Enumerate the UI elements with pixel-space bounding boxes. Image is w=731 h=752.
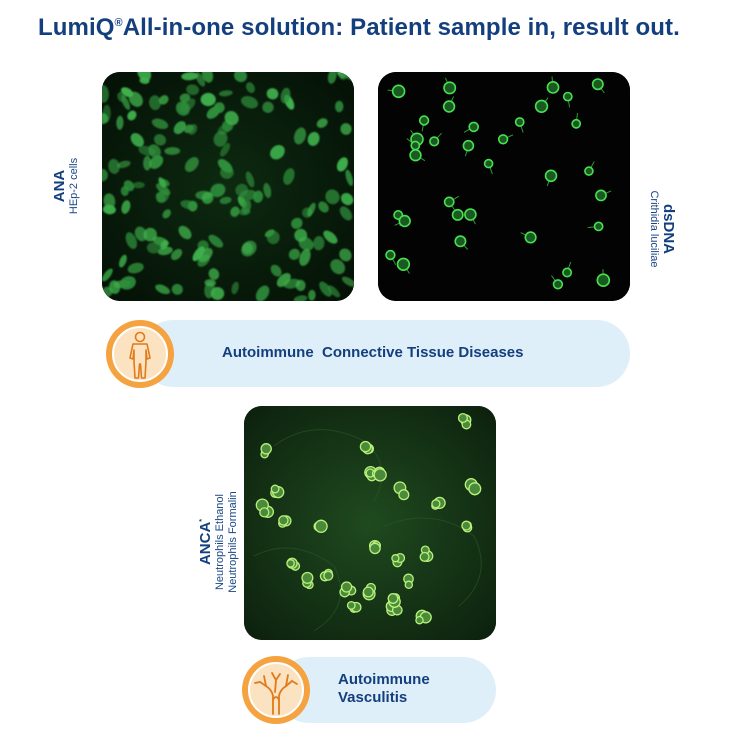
anca-name-text: ANCA — [197, 521, 214, 566]
anca-line2: Neutrophils Formalin — [227, 491, 239, 593]
brand-name: LumiQ — [38, 14, 115, 41]
blood-vessel-icon — [242, 656, 310, 724]
human-body-icon — [106, 320, 174, 388]
connective-tissue-label: Autoimmune Connective Tissue Diseases — [222, 344, 524, 361]
anca-label: ANCA* Neutrophils Ethanol Neutrophils Fo… — [195, 467, 251, 617]
ana-name: ANA — [51, 169, 68, 203]
dsdna-label: dsDNA Crithidia luciliae — [636, 169, 677, 289]
vasculitis-line1: Autoimmune — [338, 671, 430, 688]
dsdna-name: dsDNA — [660, 203, 677, 254]
vasculitis-band — [276, 657, 496, 723]
dsdna-image — [378, 72, 630, 301]
title-text: All-in-one solution: Patient sample in, … — [122, 14, 680, 41]
anca-image — [244, 406, 496, 640]
page-title: LumiQ®All-in-one solution: Patient sampl… — [38, 14, 680, 42]
dsdna-subtitle: Crithidia luciliae — [648, 190, 660, 268]
connective-tissue-band — [140, 320, 630, 387]
vasculitis-line2: Vasculitis — [338, 689, 408, 706]
ana-label: ANA HEp-2 cells — [51, 126, 92, 246]
registered-mark: ® — [114, 17, 123, 29]
vasculitis-label: Autoimmune Vasculitis — [338, 671, 430, 707]
ana-subtitle: HEp-2 cells — [68, 157, 80, 215]
anca-footnote-mark: * — [199, 518, 206, 522]
ana-image — [102, 72, 354, 301]
anca-name: ANCA* — [195, 467, 214, 617]
anca-line1: Neutrophils Ethanol — [214, 494, 226, 591]
